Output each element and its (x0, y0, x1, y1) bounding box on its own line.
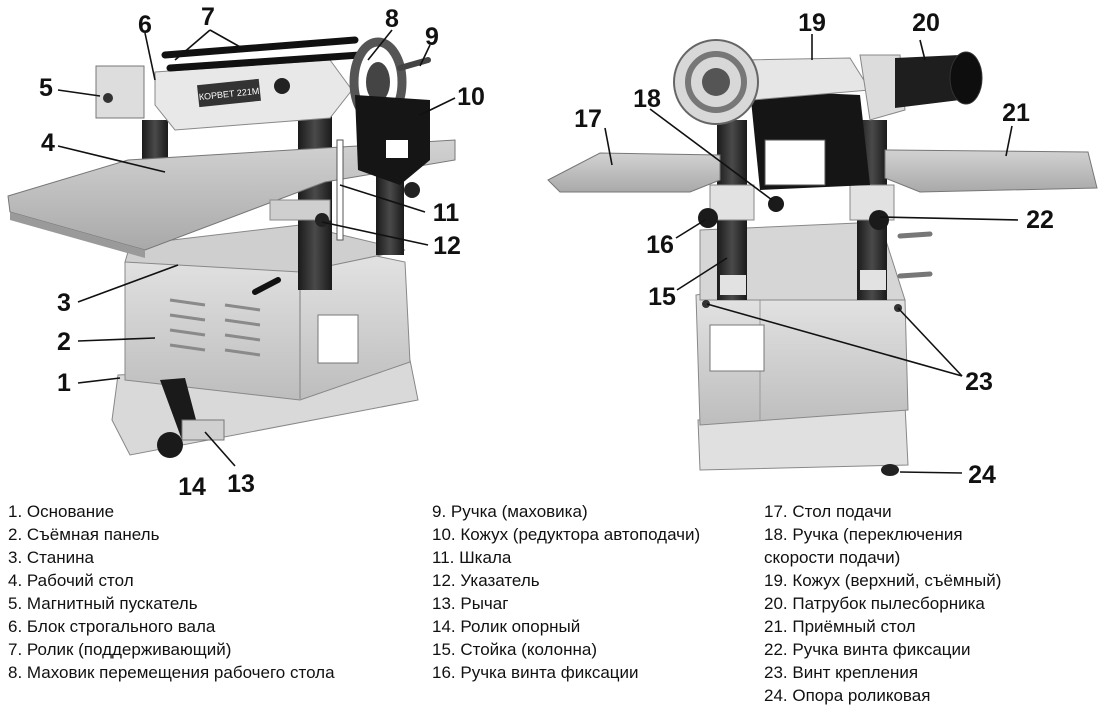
table-bracket (269, 199, 331, 221)
mounting-bolt-left (702, 300, 710, 308)
callout-6: 6 (138, 11, 152, 39)
callout-11: 11 (433, 199, 460, 227)
legend-item: 3. Станина (8, 548, 94, 567)
legend-item: 9. Ручка (маховика) (432, 502, 588, 521)
magnetic-starter (95, 65, 145, 119)
support-roller-front (166, 51, 364, 72)
legend-item: 22. Ручка винта фиксации (764, 640, 971, 659)
callout-14: 14 (178, 473, 206, 500)
legend-item: 6. Блок строгального вала (8, 617, 216, 636)
fixing-knob-left (698, 208, 718, 228)
legend-item: 10. Кожух (редуктора автоподачи) (432, 525, 701, 544)
legend-item: 5. Магнитный пускатель (8, 594, 198, 613)
legend-item: 12. Указатель (432, 571, 540, 590)
callout-2: 2 (57, 328, 71, 356)
legend-item: 14. Ролик опорный (432, 617, 581, 636)
legend-item: 7. Ролик (поддерживающий) (8, 640, 232, 659)
callout-23: 23 (965, 368, 993, 396)
legend-item: 11. Шкала (432, 548, 512, 567)
legend-item: 1. Основание (8, 502, 115, 521)
cabinet-label-sticker-right (709, 324, 765, 372)
dust-port (895, 55, 960, 108)
legend-item: 4. Рабочий стол (8, 571, 134, 590)
legend-column-3: 17. Стол подачи 18. Ручка (переключения … (764, 500, 1001, 707)
outfeed-table (884, 149, 1098, 193)
legend-item: 13. Рычаг (432, 594, 509, 613)
legend-item: 16. Ручка винта фиксации (432, 663, 639, 682)
callout-7: 7 (201, 3, 215, 31)
handwheel-handle (397, 57, 431, 71)
feed-table (547, 152, 721, 193)
left-column-back (376, 175, 404, 255)
fixing-knob (404, 182, 420, 198)
legend-item: скорости подачи) (764, 548, 901, 567)
legend-item: 2. Съёмная панель (8, 525, 160, 544)
left-machine-view: КОРВЕТ 221М (7, 36, 456, 458)
height-scale (336, 139, 344, 241)
callout-20: 20 (912, 9, 940, 37)
legend-item: 24. Опора роликовая (764, 686, 931, 705)
support-roller-wheel (157, 432, 183, 458)
warning-label (764, 139, 826, 186)
cabinet-louvres (169, 298, 261, 357)
callout-19: 19 (798, 9, 826, 37)
legend-item: 23. Винт крепления (764, 663, 919, 682)
dust-port-opening (949, 51, 983, 105)
callout-4: 4 (41, 129, 55, 157)
callout-18: 18 (633, 85, 661, 113)
right-machine-view (547, 39, 1098, 476)
legend-item: 8. Маховик перемещения рабочего стола (8, 663, 335, 682)
cabinet-label-sticker (317, 314, 359, 364)
callout-3: 3 (57, 289, 71, 317)
parts-legend: 1. Основание 2. Съёмная панель 3. Станин… (0, 500, 1098, 708)
callout-8: 8 (385, 5, 399, 33)
callout-13: 13 (227, 470, 255, 498)
callout-15: 15 (648, 283, 676, 311)
fixing-knob-right (869, 210, 889, 230)
legend-item: 20. Патрубок пылесборника (764, 594, 985, 613)
legend-item: 19. Кожух (верхний, съёмный) (764, 571, 1002, 590)
legend-item: 18. Ручка (переключения (764, 525, 963, 544)
callout-10: 10 (457, 83, 485, 111)
callout-21: 21 (1002, 99, 1030, 127)
legend-item: 21. Приёмный стол (764, 617, 916, 636)
callout-5: 5 (39, 74, 53, 102)
callout-16: 16 (646, 231, 674, 259)
callout-12: 12 (433, 232, 461, 260)
callout-22: 22 (1026, 206, 1054, 234)
leader-lines (57, 29, 1019, 474)
callout-24: 24 (968, 461, 996, 489)
legend-column-1: 1. Основание 2. Съёмная панель 3. Станин… (8, 500, 335, 684)
callout-9: 9 (425, 23, 439, 51)
legend-column-2: 9. Ручка (маховика) 10. Кожух (редуктора… (432, 500, 700, 684)
machine-figure: КОРВЕТ 221М (7, 3, 1098, 500)
roller-support-foot (881, 464, 899, 476)
legend-item: 17. Стол подачи (764, 502, 892, 521)
callout-numbers: 1 2 3 4 5 6 7 8 9 10 11 12 13 14 15 16 1… (39, 3, 1054, 500)
frame-top (124, 224, 406, 273)
top-cover (739, 57, 871, 101)
legend-item: 15. Стойка (колонна) (432, 640, 597, 659)
support-roller-back (161, 36, 359, 59)
machine-nameplate (197, 78, 261, 108)
callout-17: 17 (574, 105, 602, 133)
callout-1: 1 (57, 369, 71, 397)
